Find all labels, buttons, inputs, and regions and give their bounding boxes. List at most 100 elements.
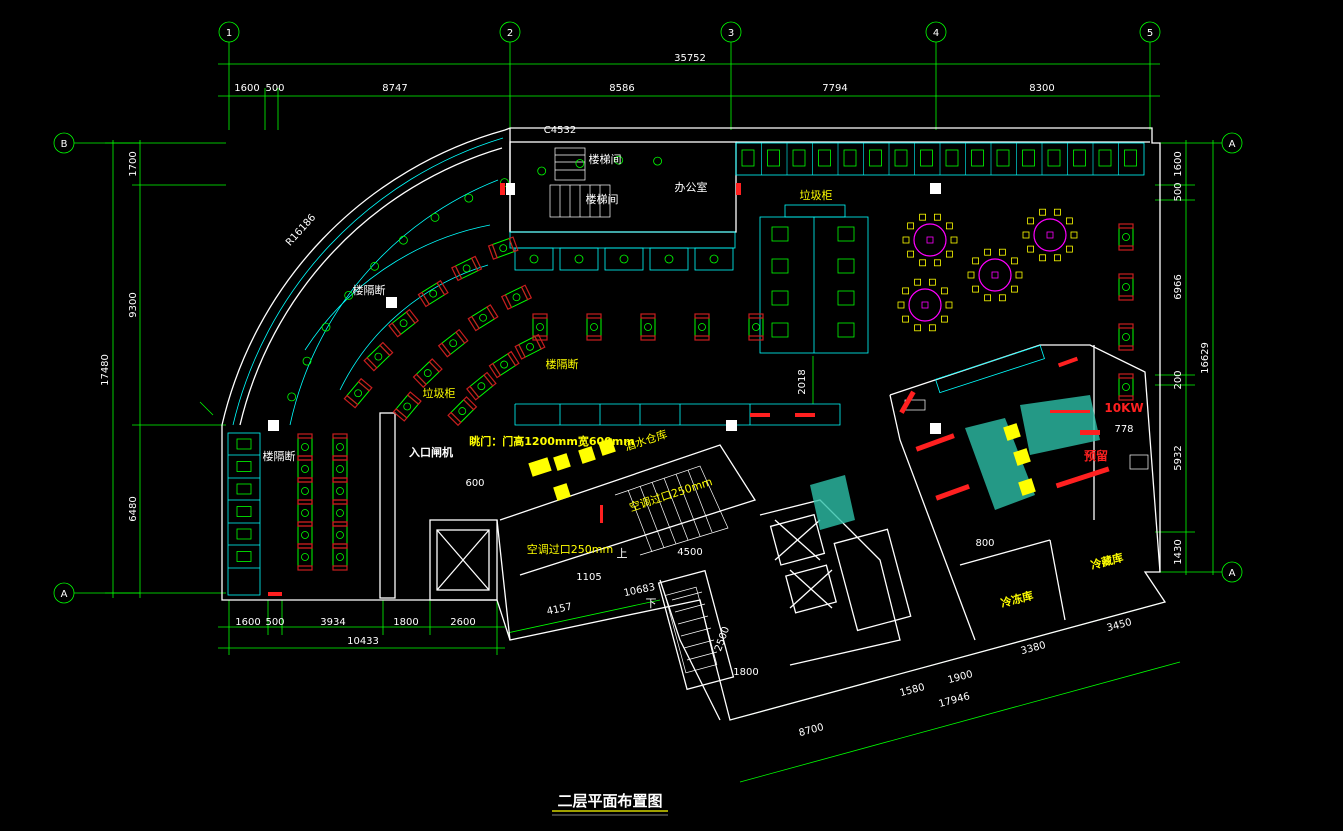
table-set bbox=[1118, 227, 1134, 247]
chair bbox=[1118, 295, 1134, 301]
table-center bbox=[991, 271, 999, 279]
round-chair bbox=[1027, 245, 1034, 253]
round-table bbox=[1033, 218, 1067, 252]
chair bbox=[332, 455, 348, 461]
table-center bbox=[536, 323, 544, 331]
dim-top-5: 7794 bbox=[822, 83, 847, 94]
booth-table bbox=[236, 551, 252, 562]
round-chair bbox=[1039, 208, 1046, 216]
table-center bbox=[1122, 383, 1130, 391]
table-set bbox=[492, 353, 517, 377]
label-reserved: 预留 bbox=[1084, 448, 1108, 463]
booth-table bbox=[537, 166, 547, 176]
chair bbox=[428, 358, 443, 373]
chair bbox=[586, 313, 602, 319]
label-10kw: 10KW bbox=[1104, 401, 1143, 415]
dining-table bbox=[366, 344, 391, 369]
table-center bbox=[590, 323, 598, 331]
chair bbox=[748, 335, 764, 341]
dim-right-2: 500 bbox=[1173, 182, 1184, 201]
banquette-table bbox=[1124, 149, 1137, 167]
booth-table bbox=[653, 156, 662, 166]
dim-778: 778 bbox=[1114, 424, 1133, 435]
dim-right-5: 5932 bbox=[1173, 445, 1184, 470]
axis-label-5: 5 bbox=[1147, 28, 1153, 39]
round-chair bbox=[945, 301, 953, 309]
chair bbox=[500, 294, 513, 311]
kitchen-red-equipment bbox=[268, 356, 1110, 596]
table-center bbox=[479, 313, 487, 322]
chair bbox=[297, 433, 313, 439]
dim-right-4: 200 bbox=[1173, 370, 1184, 389]
banquette-table bbox=[1022, 149, 1035, 167]
dining-table bbox=[297, 437, 313, 457]
banquette-table bbox=[1098, 149, 1112, 167]
round-chair bbox=[946, 222, 953, 230]
round-chair bbox=[1039, 254, 1046, 262]
table-center bbox=[301, 553, 309, 561]
table-set bbox=[332, 503, 348, 523]
dining-table bbox=[395, 394, 420, 419]
booth-table bbox=[614, 155, 624, 165]
table-center bbox=[301, 531, 309, 539]
table-center bbox=[1122, 233, 1130, 241]
chair bbox=[1118, 345, 1134, 351]
label-entrance-gate: 入口闸机 bbox=[409, 445, 453, 459]
round-chair bbox=[907, 222, 914, 230]
chair bbox=[694, 335, 710, 341]
chair bbox=[388, 322, 402, 338]
table-center bbox=[336, 465, 344, 473]
dining-chairs-red bbox=[297, 223, 1134, 571]
column-markers bbox=[268, 183, 941, 434]
round-chair bbox=[902, 236, 910, 244]
chair bbox=[640, 335, 656, 341]
booth-table bbox=[287, 392, 297, 402]
chair-pair bbox=[487, 236, 519, 260]
chair bbox=[534, 333, 546, 350]
booth-table bbox=[464, 193, 474, 203]
chair-pair bbox=[1118, 223, 1134, 251]
table-center bbox=[336, 487, 344, 495]
table-set bbox=[297, 481, 313, 501]
axis-label-a-right-top: A bbox=[1229, 139, 1236, 150]
round-chair bbox=[967, 271, 975, 279]
banquette-table bbox=[792, 149, 806, 167]
counter-table bbox=[574, 254, 584, 264]
round-chair bbox=[902, 287, 909, 295]
axis-label-2: 2 bbox=[507, 28, 513, 39]
table-center bbox=[301, 487, 309, 495]
chair bbox=[483, 371, 497, 387]
table-set bbox=[1118, 277, 1134, 297]
booth-table bbox=[575, 159, 585, 168]
chair bbox=[486, 304, 499, 320]
chair-pair bbox=[586, 313, 602, 341]
banquette-table bbox=[945, 149, 959, 167]
table-set bbox=[395, 394, 420, 419]
banquette-table bbox=[741, 149, 755, 167]
booth-table bbox=[236, 528, 252, 540]
dining-table bbox=[492, 353, 517, 377]
round-chair bbox=[919, 259, 926, 267]
chair bbox=[332, 543, 348, 549]
round-chair bbox=[897, 301, 905, 309]
label-down: 下 bbox=[646, 597, 657, 610]
chair-pair bbox=[488, 350, 520, 379]
dim-4500: 4500 bbox=[677, 547, 702, 558]
chair bbox=[332, 477, 348, 483]
chair bbox=[436, 279, 449, 296]
dining-table bbox=[297, 503, 313, 523]
dim-bottom-right-3: 3380 bbox=[1020, 640, 1047, 657]
booth-table bbox=[236, 461, 252, 472]
chair bbox=[1118, 245, 1134, 251]
chair-pair bbox=[532, 313, 548, 341]
counter-row bbox=[509, 231, 736, 271]
dim-bottom-total: 10433 bbox=[347, 636, 379, 647]
dining-table bbox=[297, 459, 313, 479]
dim-bottom-right-b: 8700 bbox=[798, 722, 825, 739]
dining-table bbox=[415, 361, 440, 386]
table-set bbox=[1118, 377, 1134, 397]
dim-top-2: 500 bbox=[265, 83, 284, 94]
chair-pair bbox=[748, 313, 764, 341]
chair-pair bbox=[466, 371, 497, 401]
